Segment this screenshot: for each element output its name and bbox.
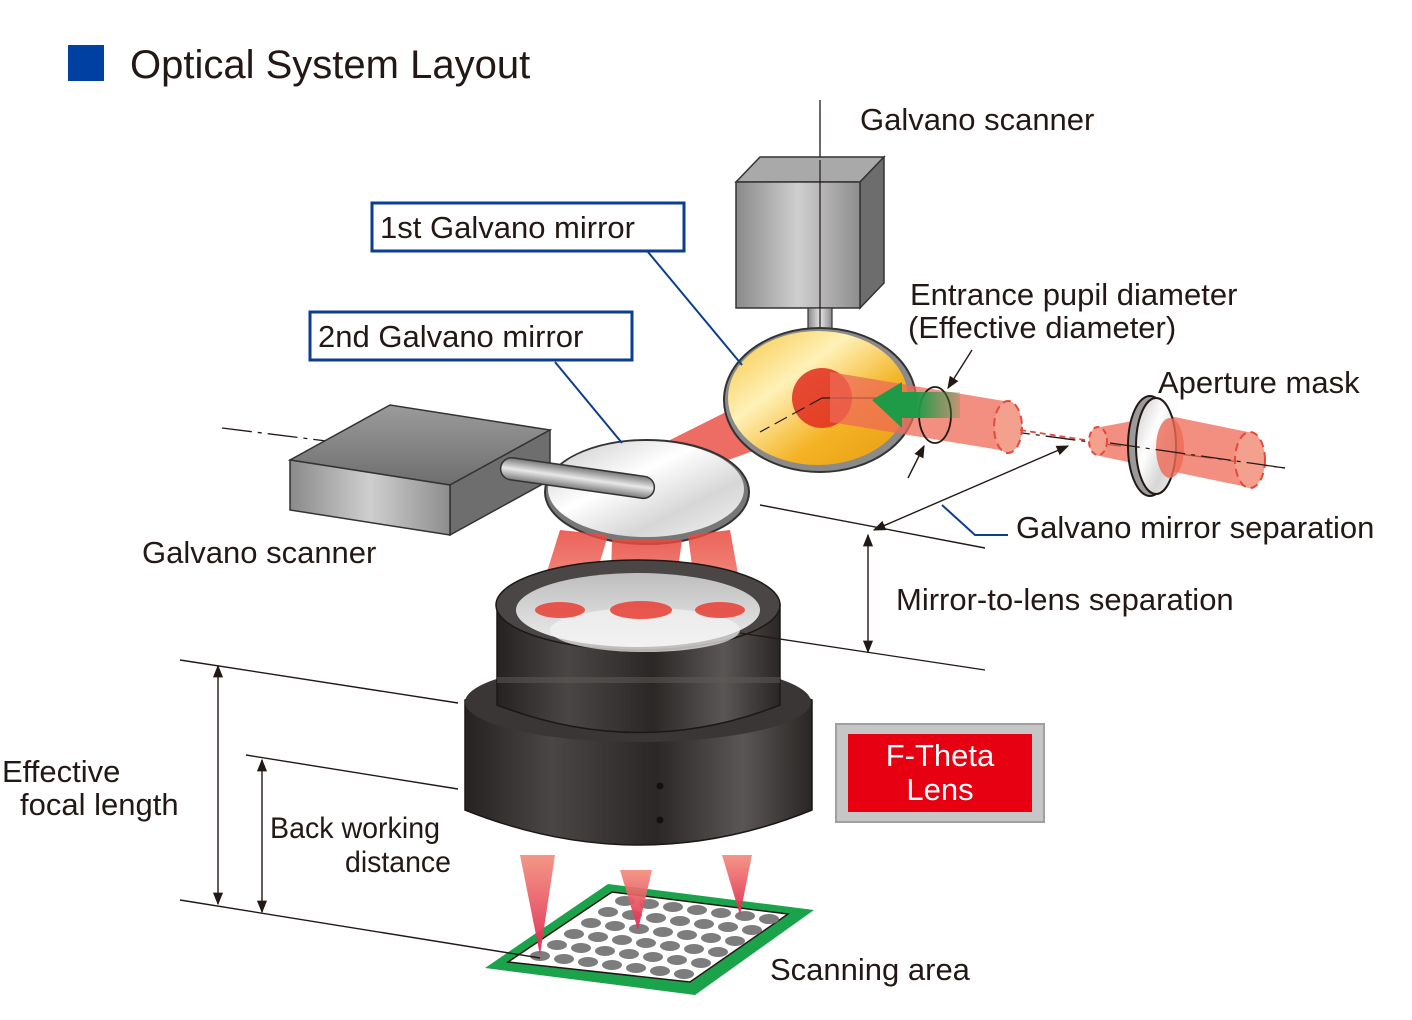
scan-dot [687,905,707,915]
mirror-to-lens-separation-label: Mirror-to-lens separation [896,582,1234,617]
scan-dot [564,929,584,939]
scan-dot [595,946,615,956]
galvano-mirror-separation-dimension [759,445,1070,549]
callout-leaders [554,251,743,444]
aperture-mask [1088,395,1286,497]
scan-dot [711,908,731,918]
scan-dot [626,963,646,973]
scan-dot [691,958,711,968]
scan-dot [547,940,567,950]
scan-dot [667,955,687,965]
scan-dot [636,938,656,948]
scan-dot [653,927,673,937]
scan-dot [646,913,666,923]
scan-dot [708,947,728,957]
second-mirror-callout: 2nd Galvano mirror [308,310,634,362]
scan-dot [718,922,738,932]
effective-focal-length-label-line1: Effective [2,754,120,789]
back-working-distance-label-line1: Back working [270,812,440,845]
scan-dot [674,969,694,979]
scanning-area [485,884,814,995]
f-theta-label-line1: F-Theta [886,738,995,773]
focused-laser-cones [520,855,752,955]
scan-dot [571,943,591,953]
scan-dot [612,935,632,945]
effective-focal-length-label-line2: focal length [20,787,179,822]
focal-length-dimensions [179,659,541,959]
scan-dot [735,911,755,921]
scan-dot [725,936,745,946]
scan-dot [619,949,639,959]
scan-dot [581,918,601,928]
scan-dot [588,932,608,942]
scan-dot [650,966,670,976]
scan-dot [660,941,680,951]
scan-dot [694,919,714,929]
galvano-scanner-top-label: Galvano scanner [860,102,1094,137]
second-galvano-mirror [499,439,750,545]
blue-square-icon [68,45,104,81]
first-mirror-label: 1st Galvano mirror [380,210,635,245]
scan-dot [598,907,618,917]
galvano-scanner-left [287,404,553,537]
scan-dot [684,944,704,954]
scanning-area-label: Scanning area [770,952,971,987]
scan-dot [629,924,649,934]
page-title: Optical System Layout [130,43,530,87]
f-theta-lens [464,559,986,846]
galvano-scanner-left-label: Galvano scanner [142,535,376,570]
first-mirror-callout: 1st Galvano mirror [370,201,686,253]
entrance-pupil-label-line2: (Effective diameter) [908,310,1176,345]
f-theta-label-line2: Lens [906,772,973,807]
scan-dot [602,960,622,970]
aperture-mask-label: Aperture mask [1158,365,1360,400]
scan-dot [701,933,721,943]
scan-dot [530,951,550,961]
galvano-mirror-separation-label: Galvano mirror separation [1016,510,1374,545]
second-mirror-label: 2nd Galvano mirror [318,319,583,354]
scan-dot [742,925,762,935]
f-theta-label-box: F-Theta Lens [835,723,1045,823]
scan-dot [605,921,625,931]
green-arrow-icon [872,382,960,428]
scan-dot [643,952,663,962]
back-working-distance-label-line2: distance [345,846,451,879]
scan-dot [670,916,690,926]
first-galvano-mirror [723,327,917,473]
scan-dot [578,957,598,967]
entrance-pupil-label-line1: Entrance pupil diameter [910,277,1237,312]
scan-dot [677,930,697,940]
scan-dot [554,954,574,964]
scan-dot [759,914,779,924]
scan-dot [663,902,683,912]
